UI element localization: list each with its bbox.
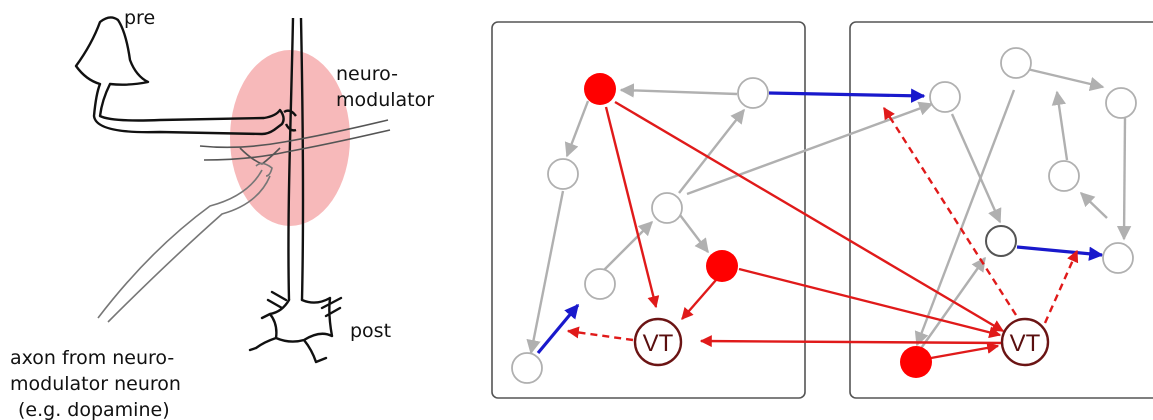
pre-label: pre bbox=[124, 7, 155, 29]
right-network-panel bbox=[849, 21, 1153, 399]
synapse-sketch: pre neuro- modulator post axon from neur… bbox=[10, 7, 434, 420]
neuron-active bbox=[706, 250, 738, 282]
neuron-inactive bbox=[929, 81, 961, 113]
neuron-inactive bbox=[1000, 47, 1032, 79]
presynaptic-neuron bbox=[74, 16, 285, 136]
postsynaptic-soma bbox=[248, 290, 343, 364]
neuron-inactive bbox=[584, 268, 616, 300]
network-edges bbox=[526, 66, 1132, 355]
neuromodulator-axon bbox=[97, 169, 271, 323]
neuron-inactive bbox=[511, 352, 543, 384]
vt-node-left: VT bbox=[633, 317, 683, 367]
plastic-synapses bbox=[536, 88, 1104, 355]
neuron-inactive bbox=[737, 77, 769, 109]
neuron-inactive bbox=[1105, 87, 1137, 119]
neuromodulator-label-1: neuro- bbox=[336, 63, 398, 85]
post-label: post bbox=[350, 320, 391, 342]
axon-label-1: axon from neuro- bbox=[10, 347, 174, 369]
postsynaptic-dendrite bbox=[287, 17, 305, 301]
axon-label-2: modulator neuron bbox=[10, 373, 181, 395]
neuron-active bbox=[584, 73, 616, 105]
vt-label-right: VT bbox=[1010, 330, 1041, 357]
neuromodulator-label-2: modulator bbox=[336, 89, 434, 111]
horizontal-axon bbox=[199, 119, 391, 161]
network-neurons bbox=[511, 47, 1137, 384]
vt-node-right: VT bbox=[1000, 317, 1050, 367]
left-network-panel bbox=[491, 21, 806, 399]
neuron-active bbox=[900, 346, 932, 378]
axon-label-3: (e.g. dopamine) bbox=[18, 399, 170, 420]
neuron-inactive bbox=[1102, 242, 1134, 274]
neuron-inactive bbox=[651, 192, 683, 224]
neuron-inactive bbox=[547, 158, 579, 190]
modulatory-projections-dashed bbox=[566, 106, 1079, 342]
vt-label-left: VT bbox=[643, 330, 674, 357]
neuron-inactive bbox=[1048, 160, 1080, 192]
modulatory-projections bbox=[604, 100, 1005, 360]
neuron-postsynaptic bbox=[985, 225, 1017, 257]
